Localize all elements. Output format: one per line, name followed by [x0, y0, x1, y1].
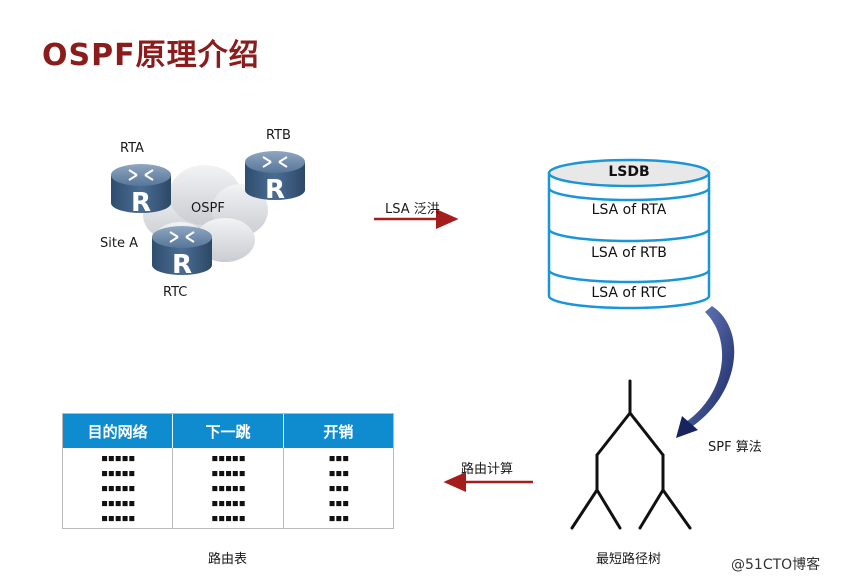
router-rta-letter: R [131, 188, 151, 218]
table-cell: ▪▪▪ [328, 495, 350, 511]
router-rtc-letter: R [172, 250, 192, 280]
spf-arrow [676, 306, 735, 438]
table-cell: ▪▪▪▪▪ [210, 465, 246, 481]
router-rta-icon: R [111, 164, 171, 218]
table-cell: ▪▪▪▪▪ [100, 450, 136, 466]
table-cell: ▪▪▪▪▪ [100, 495, 136, 511]
lsdb-row: LSA of RTA [591, 202, 667, 218]
spf-label: SPF 算法 [708, 440, 762, 455]
shortest-path-tree-icon [570, 379, 692, 530]
rtc-label: RTC [163, 285, 188, 300]
route-calc-label: 路由计算 [461, 462, 514, 477]
lsdb-cylinder [547, 158, 711, 310]
table-cell: ▪▪▪▪▪ [210, 450, 246, 466]
column-header-cost: 开销 [323, 422, 354, 441]
next-hop-column: ▪▪▪▪▪ ▪▪▪▪▪ ▪▪▪▪▪ ▪▪▪▪▪ ▪▪▪▪▪ [173, 448, 284, 528]
destination-column: ▪▪▪▪▪ ▪▪▪▪▪ ▪▪▪▪▪ ▪▪▪▪▪ ▪▪▪▪▪ [63, 448, 174, 528]
column-header-next-hop: 下一跳 [173, 414, 284, 448]
table-cell: ▪▪▪▪▪ [210, 510, 246, 526]
table-cell: ▪▪▪▪▪ [210, 495, 246, 511]
table-cell: ▪▪▪▪▪ [210, 480, 246, 496]
router-rtb-icon: R [245, 151, 305, 205]
ospf-label: OSPF [191, 201, 225, 216]
table-cell: ▪▪▪ [328, 465, 350, 481]
page-title: OSPF原理介绍 [42, 38, 260, 73]
table-cell: ▪▪▪▪▪ [100, 510, 136, 526]
tree-label: 最短路径树 [596, 552, 662, 567]
rtb-label: RTB [266, 128, 291, 143]
routing-table-header: 目的网络 下一跳 开销 [63, 414, 393, 448]
lsdb-row: LSA of RTB [591, 245, 667, 261]
rta-label: RTA [120, 141, 144, 156]
lsdb-header: LSDB [608, 164, 650, 180]
cost-column: ▪▪▪ ▪▪▪ ▪▪▪ ▪▪▪ ▪▪▪ [284, 448, 393, 528]
table-cell: ▪▪▪ [328, 510, 350, 526]
table-cell: ▪▪▪ [328, 450, 350, 466]
table-cell: ▪▪▪▪▪ [100, 465, 136, 481]
table-cell: ▪▪▪▪▪ [100, 480, 136, 496]
routing-table: 目的网络 下一跳 开销 ▪▪▪▪▪ ▪▪▪▪▪ ▪▪▪▪▪ ▪▪▪▪▪ ▪▪▪▪… [62, 413, 394, 529]
watermark: @51CTO博客 [731, 557, 821, 573]
column-header-destination: 目的网络 [63, 414, 174, 448]
routing-table-caption: 路由表 [208, 552, 248, 567]
router-rtc-icon: R [152, 226, 212, 280]
routing-table-body: ▪▪▪▪▪ ▪▪▪▪▪ ▪▪▪▪▪ ▪▪▪▪▪ ▪▪▪▪▪ ▪▪▪▪▪ ▪▪▪▪… [63, 448, 393, 528]
site-label: Site A [100, 236, 138, 251]
router-rtb-letter: R [265, 175, 285, 205]
lsdb-row: LSA of RTC [591, 285, 667, 301]
flood-label: LSA 泛洪 [385, 202, 440, 217]
table-cell: ▪▪▪ [328, 480, 350, 496]
